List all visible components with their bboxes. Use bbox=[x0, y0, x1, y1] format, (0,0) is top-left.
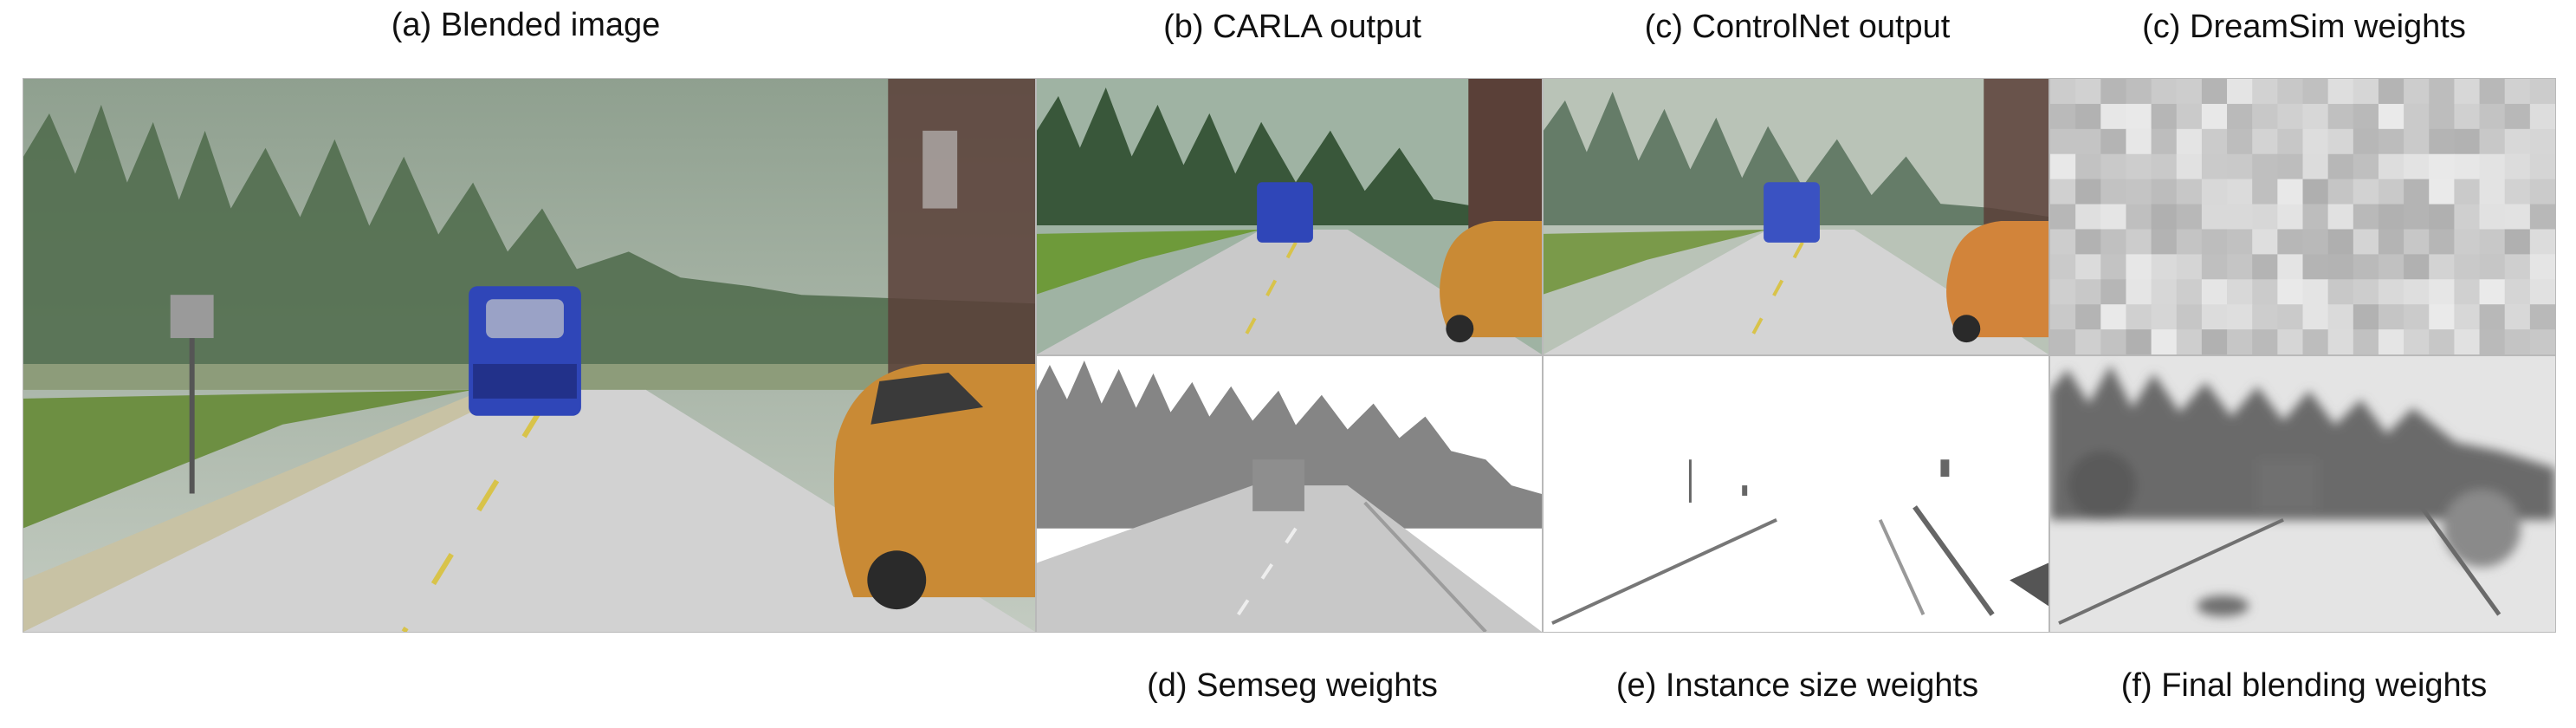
final-blending-weights-image bbox=[2049, 355, 2556, 633]
carla-output-image bbox=[1036, 78, 1543, 355]
caption-controlnet-output: (c) ControlNet output bbox=[1644, 9, 1951, 45]
caption-blended-image: (a) Blended image bbox=[391, 7, 661, 43]
caption-final-blending-weights: (f) Final blending weights bbox=[2120, 667, 2488, 704]
controlnet-output-image bbox=[1543, 78, 2049, 355]
instance-size-weights-image bbox=[1543, 355, 2049, 633]
caption-instance-size-weights: (e) Instance size weights bbox=[1615, 667, 1979, 704]
semseg-weights-image bbox=[1036, 355, 1543, 633]
caption-dreamsim-weights: (c) DreamSim weights bbox=[2142, 9, 2466, 45]
dreamsim-weights-image bbox=[2049, 78, 2556, 355]
caption-carla-output: (b) CARLA output bbox=[1163, 9, 1421, 45]
caption-semseg-weights: (d) Semseg weights bbox=[1147, 667, 1438, 704]
blended-image bbox=[23, 78, 1036, 633]
